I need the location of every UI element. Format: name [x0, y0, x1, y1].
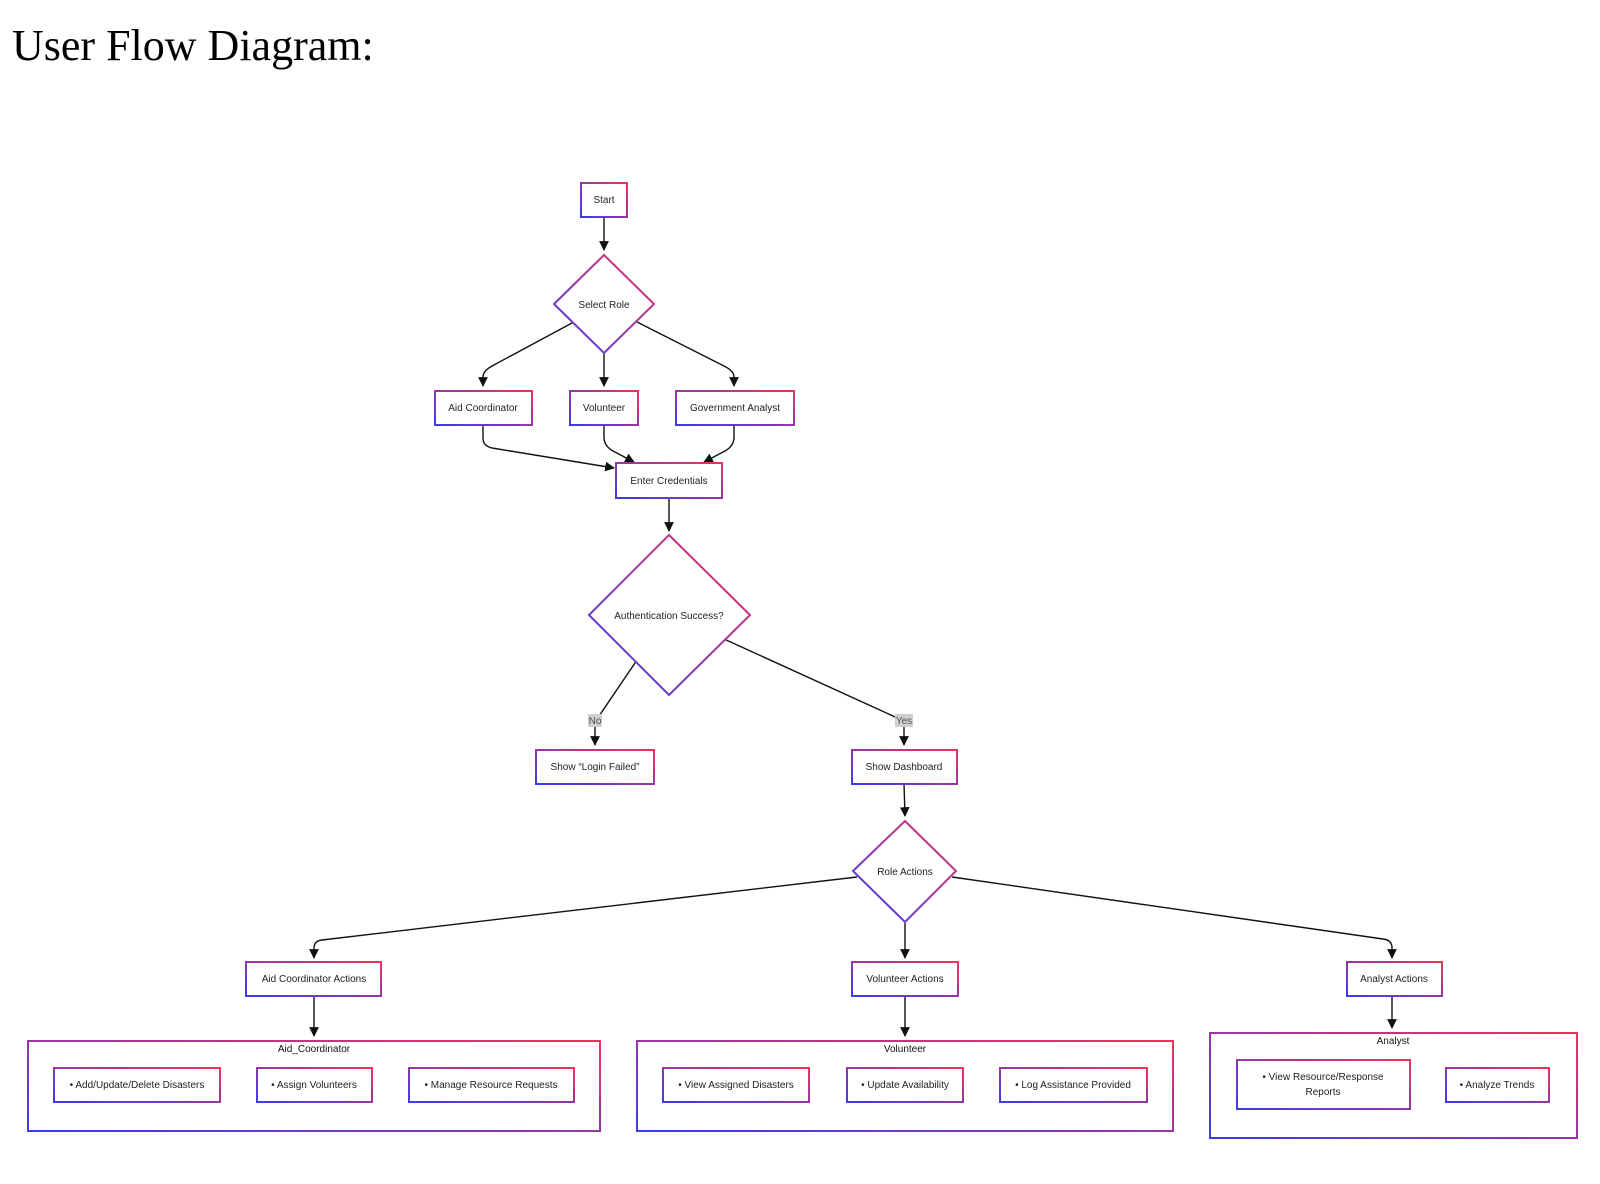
node-start-label: Start: [593, 195, 614, 206]
action-log-assistance-provided[interactable]: • Log Assistance Provided: [999, 1067, 1148, 1103]
edge-label-yes: Yes: [895, 714, 913, 727]
page-title: User Flow Diagram:: [12, 21, 374, 70]
node-government-analyst-label: Government Analyst: [690, 403, 780, 414]
edge-select-role-to-aid-coordinator: [478, 322, 573, 387]
action-update-availability-label: • Update Availability: [861, 1080, 949, 1091]
node-aid-coordinator[interactable]: Aid Coordinator: [434, 390, 533, 426]
action-view-resource-response-reports[interactable]: • View Resource/Response Reports: [1236, 1059, 1411, 1110]
edge-label-yes-text: Yes: [896, 716, 912, 727]
edge-auth-to-dashboard: [723, 638, 909, 746]
edge-aid-coordinator-to-credentials: [482, 425, 615, 472]
action-view-assigned-disasters-label: • View Assigned Disasters: [678, 1080, 794, 1091]
node-analyst-actions-label: Analyst Actions: [1360, 974, 1428, 985]
node-aid-coordinator-actions[interactable]: Aid Coordinator Actions: [245, 961, 382, 997]
node-select-role[interactable]: Select Role: [552, 253, 656, 355]
edge-analyst-to-credentials: [703, 425, 735, 463]
edges: [309, 216, 1397, 1037]
node-select-role-label: Select Role: [578, 300, 630, 311]
edge-label-no-text: No: [589, 716, 602, 727]
node-start[interactable]: Start: [580, 182, 628, 218]
edge-label-no: No: [588, 714, 602, 727]
action-manage-resource-requests-label: • Manage Resource Requests: [424, 1080, 557, 1091]
node-login-failed[interactable]: Show “Login Failed”: [535, 749, 655, 785]
node-enter-credentials[interactable]: Enter Credentials: [615, 462, 723, 499]
node-government-analyst[interactable]: Government Analyst: [675, 390, 795, 426]
node-login-failed-label: Show “Login Failed”: [551, 762, 640, 773]
node-role-actions[interactable]: Role Actions: [851, 819, 958, 924]
node-show-dashboard[interactable]: Show Dashboard: [851, 749, 958, 785]
edge-dashboard-to-role-actions: [899, 783, 910, 817]
action-view-resource-response-label: • View Resource/Response: [1262, 1072, 1384, 1083]
action-view-assigned-disasters[interactable]: • View Assigned Disasters: [662, 1067, 810, 1103]
edge-auth-to-login-failed: [590, 659, 638, 746]
node-aid-coordinator-label: Aid Coordinator: [448, 403, 518, 414]
node-auth-success-label: Authentication Success?: [614, 611, 724, 622]
group-aid-coordinator: Aid_Coordinator • Add/Update/Delete Disa…: [27, 1040, 601, 1132]
node-analyst-actions[interactable]: Analyst Actions: [1346, 961, 1443, 997]
action-add-update-delete-disasters-label: • Add/Update/Delete Disasters: [70, 1080, 205, 1091]
node-auth-success[interactable]: Authentication Success?: [587, 533, 752, 697]
group-analyst: Analyst • View Resource/Response Reports…: [1209, 1032, 1578, 1139]
action-update-availability[interactable]: • Update Availability: [846, 1067, 964, 1103]
group-analyst-title: Analyst: [1377, 1036, 1410, 1047]
edge-role-actions-to-aid-actions: [309, 876, 858, 959]
node-aid-coordinator-actions-label: Aid Coordinator Actions: [262, 974, 367, 985]
group-aid-coordinator-title: Aid_Coordinator: [278, 1044, 351, 1055]
edge-volunteer-to-credentials: [603, 425, 635, 463]
edge-select-role-to-government-analyst: [636, 321, 739, 387]
action-assign-volunteers[interactable]: • Assign Volunteers: [256, 1067, 373, 1103]
node-show-dashboard-label: Show Dashboard: [866, 762, 943, 773]
action-analyze-trends-label: • Analyze Trends: [1460, 1080, 1535, 1091]
group-volunteer-title: Volunteer: [884, 1044, 927, 1055]
action-analyze-trends[interactable]: • Analyze Trends: [1445, 1067, 1550, 1103]
edge-role-actions-to-analyst-actions: [951, 876, 1397, 959]
action-assign-volunteers-label: • Assign Volunteers: [271, 1080, 357, 1091]
node-volunteer-label: Volunteer: [583, 403, 626, 414]
node-enter-credentials-label: Enter Credentials: [630, 476, 707, 487]
node-volunteer[interactable]: Volunteer: [569, 390, 639, 426]
action-manage-resource-requests[interactable]: • Manage Resource Requests: [408, 1067, 575, 1103]
node-volunteer-actions[interactable]: Volunteer Actions: [851, 961, 959, 997]
action-log-assistance-provided-label: • Log Assistance Provided: [1015, 1080, 1131, 1091]
node-volunteer-actions-label: Volunteer Actions: [866, 974, 943, 985]
node-role-actions-label: Role Actions: [877, 867, 933, 878]
action-view-reports-label: Reports: [1305, 1087, 1340, 1098]
action-add-update-delete-disasters[interactable]: • Add/Update/Delete Disasters: [53, 1067, 221, 1103]
group-volunteer: Volunteer • View Assigned Disasters • Up…: [636, 1040, 1174, 1132]
